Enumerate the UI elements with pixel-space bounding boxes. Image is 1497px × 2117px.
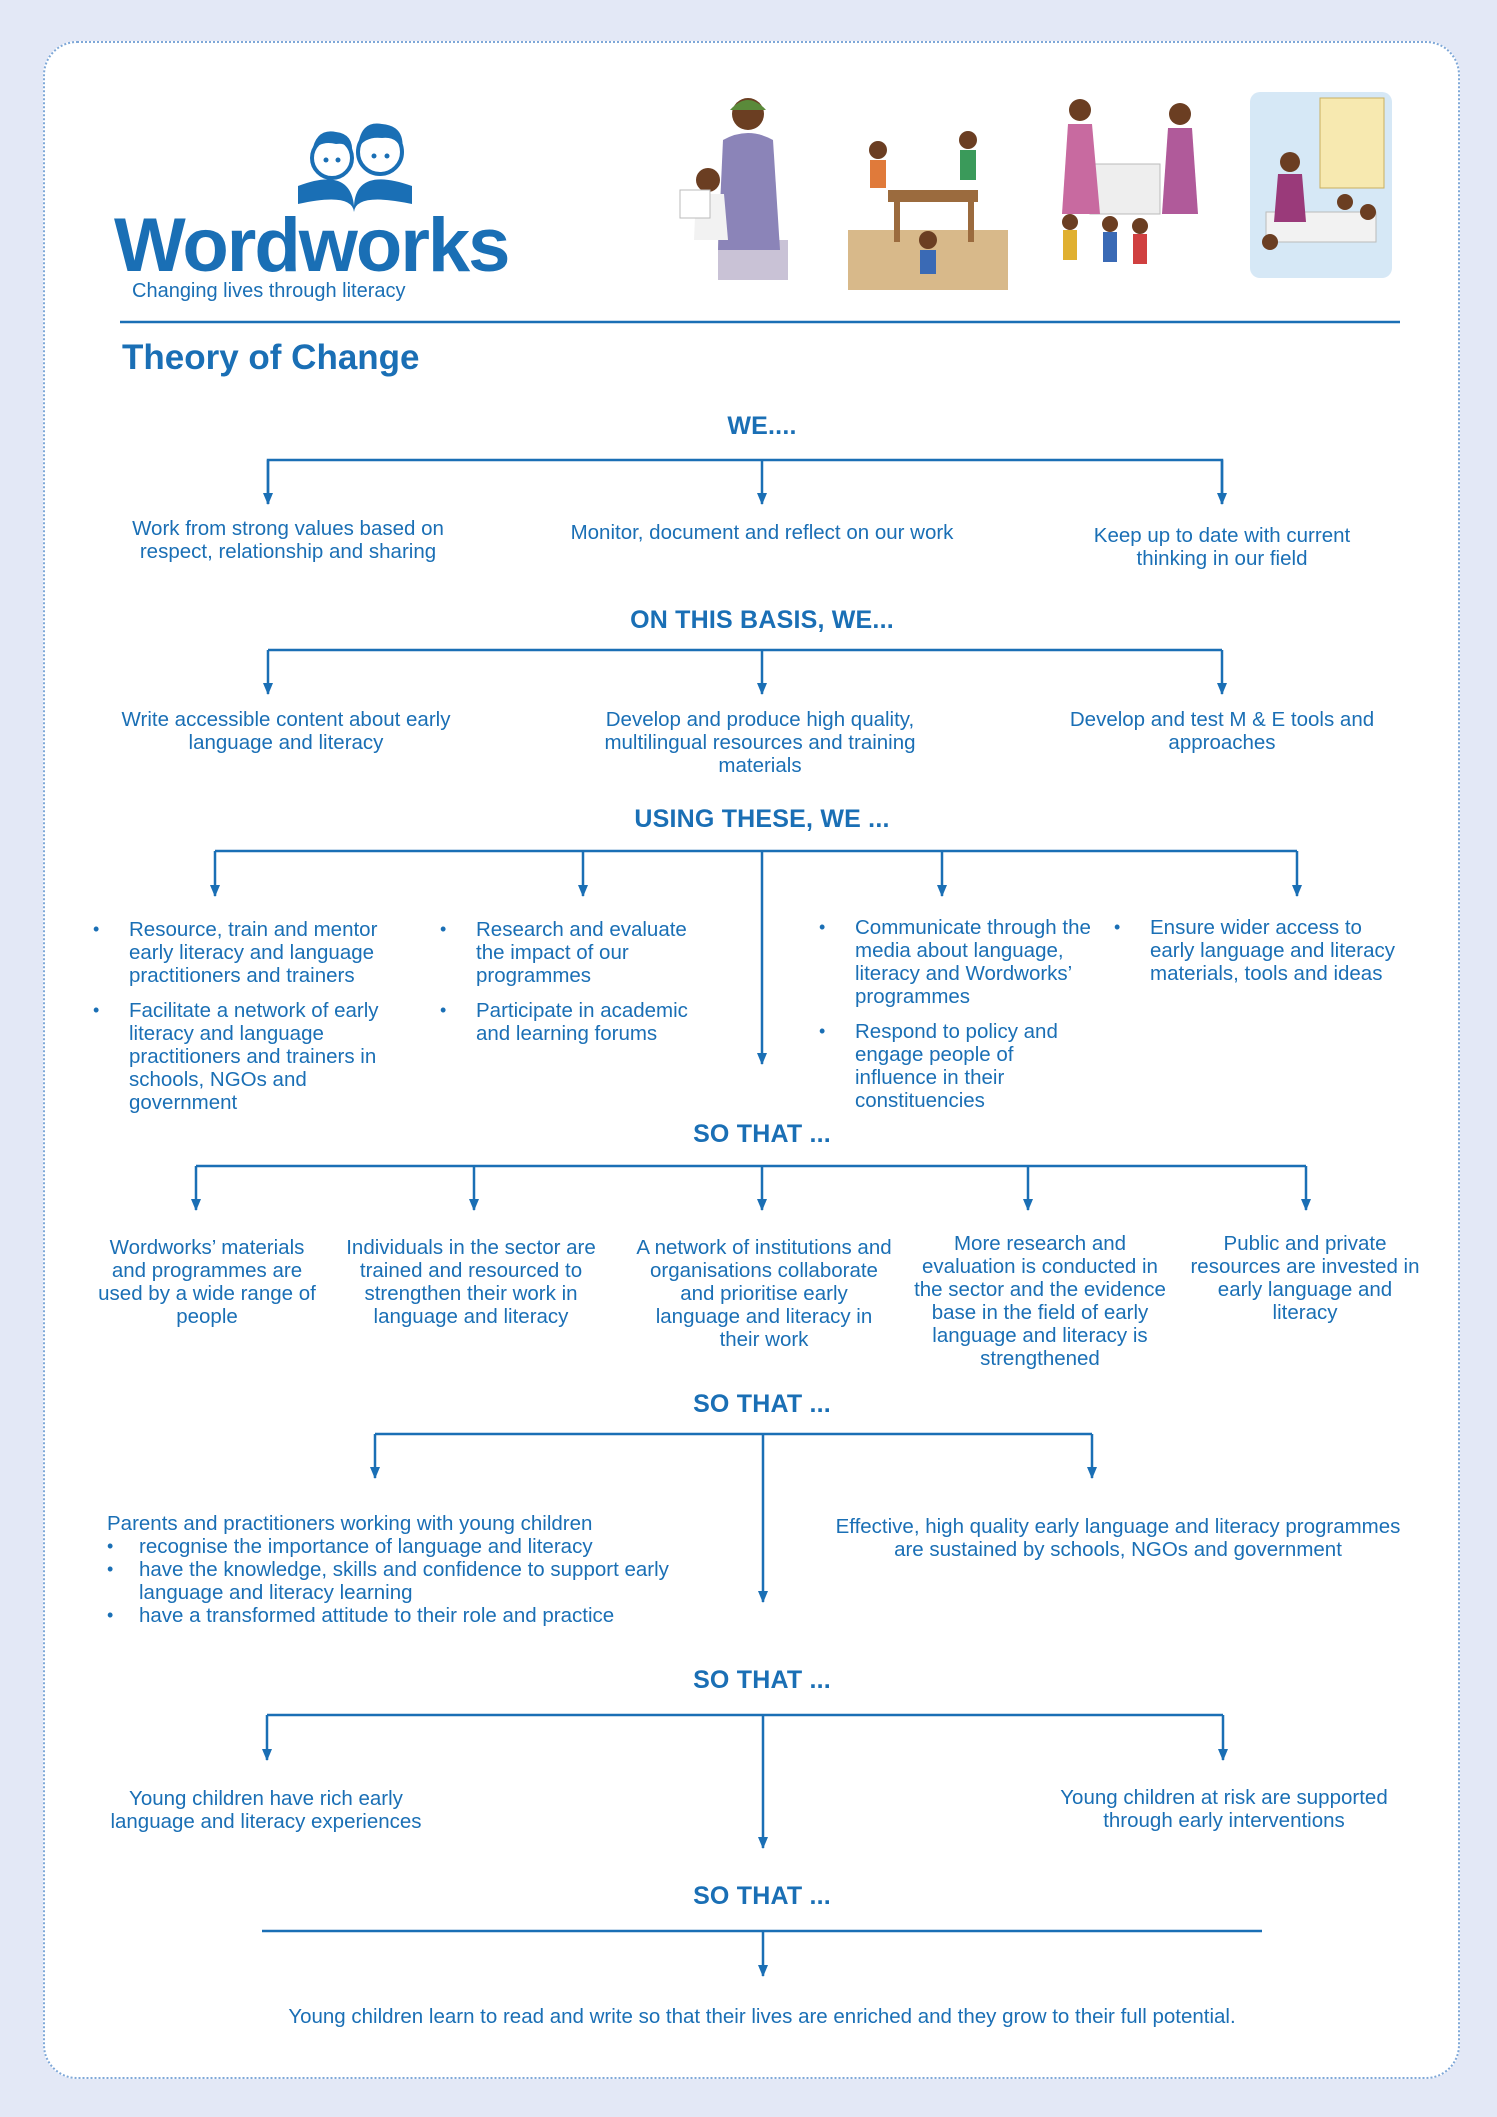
so-that-3-right: Young children at risk are supported thr… [1060,1786,1388,1832]
so-that-4-header: SO THAT ... [693,1882,831,1910]
so-that-1-item-5: Public and private resources are investe… [1190,1232,1420,1324]
basis-item-3: Develop and test M & E tools and approac… [1069,708,1375,754]
so-that-1-item-2: Individuals in the sector are trained an… [346,1236,596,1328]
basis-item-1: Write accessible content about early lan… [121,708,451,754]
so-that-2-right: Effective, high quality early language a… [835,1515,1401,1561]
final-outcome: Young children learn to read and write s… [288,2005,1236,2028]
we-item-3: Keep up to date with current thinking in… [1093,524,1351,570]
using-col-1-item-2: Facilitate a network of early literacy a… [93,999,403,1114]
so-that-3-left: Young children have rich early language … [110,1787,422,1833]
page-title: Theory of Change [122,338,420,377]
using-col-4-item-1: Ensure wider access to early language an… [1114,916,1404,985]
using-col-3: Communicate through the media about lang… [819,916,1099,1124]
so-that-1-item-3: A network of institutions and organisati… [636,1236,892,1351]
woman-reading-to-child-illustration [679,98,788,280]
so-that-1-header: SO THAT ... [693,1120,831,1148]
using-col-2-item-1: Research and evaluate the impact of our … [440,918,710,987]
so-that-2-left-bullets: recognise the importance of language and… [107,1535,727,1627]
children-playing-at-table-illustration [848,131,1008,290]
so-that-1-item-4: More research and evaluation is conducte… [914,1232,1166,1370]
logo-wordmark: Wordworks [114,203,510,288]
so-that-3-header: SO THAT ... [693,1666,831,1694]
using-col-2: Research and evaluate the impact of our … [440,918,710,1057]
using-col-2-item-2: Participate in academic and learning for… [440,999,710,1045]
logo-tagline: Changing lives through literacy [132,280,406,302]
basis-header: ON THIS BASIS, WE... [630,606,894,634]
using-col-4: Ensure wider access to early language an… [1114,916,1404,997]
teacher-with-children-illustration [1250,92,1392,278]
so-that-2-header: SO THAT ... [693,1390,831,1418]
we-header: WE.... [727,412,797,440]
we-item-2: Monitor, document and reflect on our wor… [570,521,954,544]
so-that-2-bullet-3: have a transformed attitude to their rol… [107,1604,727,1627]
so-that-2-bullet-2: have the knowledge, skills and confidenc… [107,1558,727,1604]
so-that-2-bullet-1: recognise the importance of language and… [107,1535,727,1558]
using-col-1: Resource, train and mentor early literac… [93,918,403,1126]
so-that-1-item-1: Wordworks’ materials and programmes are … [98,1236,316,1328]
logo-faces-icon [298,123,412,212]
we-item-1: Work from strong values based on respect… [132,517,444,563]
using-header: USING THESE, WE ... [634,805,890,833]
basis-item-2: Develop and produce high quality, multil… [604,708,916,777]
using-col-1-item-1: Resource, train and mentor early literac… [93,918,403,987]
using-col-3-item-2: Respond to policy and engage people of i… [819,1020,1099,1112]
so-that-2-left-intro: Parents and practitioners working with y… [107,1512,593,1535]
women-with-children-illustration [1062,99,1198,264]
using-col-3-item-1: Communicate through the media about lang… [819,916,1099,1008]
